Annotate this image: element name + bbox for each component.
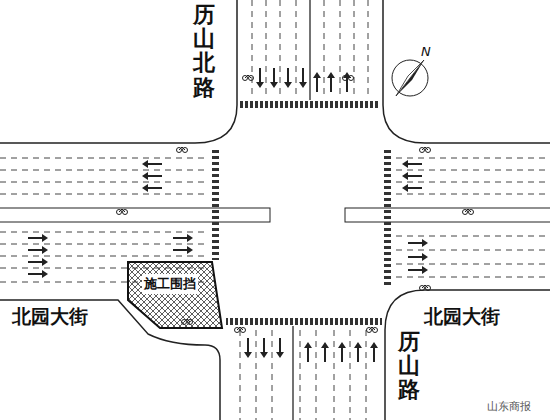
lane-arrow xyxy=(142,172,162,180)
lane-line xyxy=(396,170,550,171)
lane-arrow xyxy=(402,172,422,180)
bike-icon xyxy=(177,147,188,153)
lane-arrow xyxy=(408,239,428,247)
lane-line xyxy=(324,0,325,96)
center-line xyxy=(292,326,294,420)
lane-arrow xyxy=(370,342,378,362)
lane-arrow xyxy=(142,184,162,192)
lane-arrows xyxy=(28,68,428,362)
lane-arrow xyxy=(313,72,321,92)
lane-arrow xyxy=(28,270,48,278)
lane-line xyxy=(368,0,369,96)
lane-line xyxy=(396,277,550,278)
lane-line xyxy=(340,0,341,96)
lane-arrow xyxy=(354,342,362,362)
lane-arrow xyxy=(244,338,252,358)
lane-arrow xyxy=(276,338,284,358)
road-name: 历山路 xyxy=(398,330,420,403)
lane-arrow xyxy=(142,160,162,168)
center-line xyxy=(309,0,311,100)
lane-line xyxy=(272,330,273,420)
lane-line xyxy=(396,264,550,265)
bike-icon xyxy=(343,75,354,81)
lane-line xyxy=(280,0,281,96)
lane-line xyxy=(396,158,550,159)
lane-line xyxy=(0,244,205,245)
lane-arrow xyxy=(173,246,193,254)
lane-line xyxy=(296,0,297,96)
north-arrow xyxy=(392,60,428,96)
bike-icon xyxy=(243,75,254,81)
lane-arrow xyxy=(304,342,312,362)
bike-icon xyxy=(367,327,378,333)
lane-arrow xyxy=(256,68,264,88)
lane-line xyxy=(0,256,205,257)
lane-arrow xyxy=(408,266,428,274)
lane-arrow xyxy=(28,234,48,242)
lane-arrow xyxy=(343,72,351,92)
lane-line xyxy=(334,330,335,420)
lane-line xyxy=(350,330,351,420)
barrier-label: 施工围挡 xyxy=(142,274,198,294)
lane-arrow xyxy=(327,72,335,92)
lane-arrow xyxy=(260,338,268,358)
lane-line xyxy=(396,194,550,195)
lane-line xyxy=(252,0,253,96)
lane-arrow xyxy=(270,68,278,88)
lane-arrow xyxy=(402,184,422,192)
lane-arrow xyxy=(284,68,292,88)
lane-arrow xyxy=(408,253,428,261)
lane-line xyxy=(316,330,317,420)
watermark: 山东商报 xyxy=(487,399,531,414)
bike-icon xyxy=(463,209,474,215)
road-name: 北园大街 xyxy=(12,304,88,330)
lane-line xyxy=(0,182,205,183)
bike-icon xyxy=(235,327,246,333)
crosswalks xyxy=(212,101,391,325)
bike-icon xyxy=(420,285,431,291)
lane-line xyxy=(0,170,205,171)
lane-arrow xyxy=(338,342,346,362)
lane-line xyxy=(266,0,267,96)
lane-arrow xyxy=(28,246,48,254)
lane-line xyxy=(0,232,205,233)
lane-line xyxy=(0,194,205,195)
lane-arrow xyxy=(321,342,329,362)
road-name: 北园大街 xyxy=(424,304,500,330)
bike-icon xyxy=(117,209,128,215)
lane-arrow xyxy=(28,258,48,266)
barrier-shape xyxy=(126,260,224,332)
lane-arrow xyxy=(402,160,422,168)
lane-line xyxy=(256,330,257,420)
medians xyxy=(0,208,550,222)
bike-icons xyxy=(117,75,474,333)
lane-line xyxy=(396,182,550,183)
lane-line xyxy=(396,250,550,251)
lane-line xyxy=(300,330,301,420)
north-label: N xyxy=(421,44,431,59)
bike-icon xyxy=(420,147,431,153)
road-name: 历山北路 xyxy=(193,3,215,100)
lane-arrow xyxy=(173,234,193,242)
construction-barrier: 施工围挡 xyxy=(126,260,224,332)
lane-arrow xyxy=(299,68,307,88)
lane-line xyxy=(354,0,355,96)
lane-line xyxy=(396,236,550,237)
lane-line xyxy=(366,330,367,420)
lane-line xyxy=(240,330,241,420)
lane-line xyxy=(0,158,205,159)
